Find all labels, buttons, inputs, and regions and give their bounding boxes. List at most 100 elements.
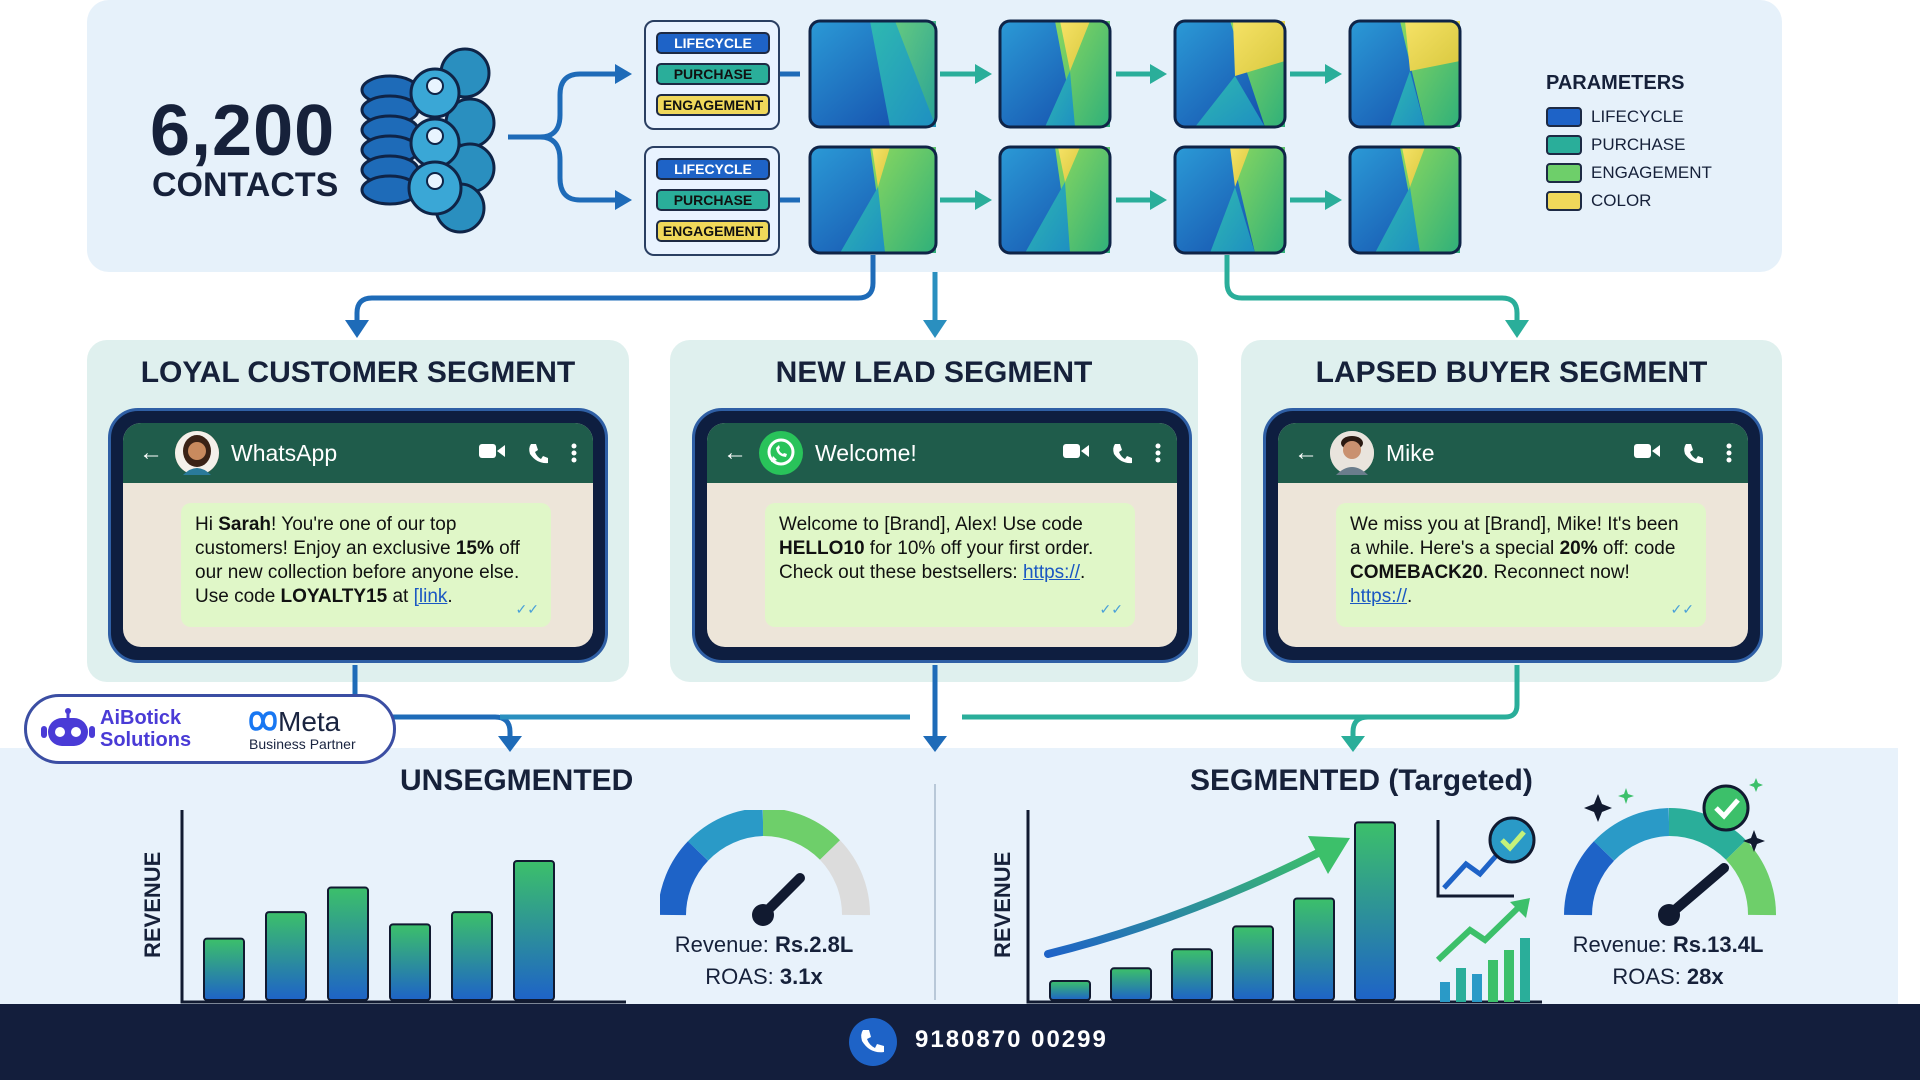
chat-header: ← WhatsApp <box>123 423 593 483</box>
meta-name: Meta <box>278 706 341 737</box>
parameter-tagbox-top: LIFECYCLE PURCHASE ENGAGEMENT <box>644 20 780 130</box>
partner-badge <box>24 694 396 764</box>
more-options-icon[interactable] <box>1726 442 1732 464</box>
man-avatar-icon <box>1330 431 1374 475</box>
back-arrow-icon[interactable]: ← <box>1294 439 1318 466</box>
double-check-icon: ✓✓ <box>1670 601 1694 617</box>
back-arrow-icon[interactable]: ← <box>723 439 747 466</box>
phone-call-icon[interactable] <box>1111 442 1133 464</box>
tag-purchase: PURCHASE <box>656 63 770 85</box>
parameters-title: PARAMETERS <box>1546 72 1685 94</box>
contacts-label: CONTACTS <box>152 166 339 204</box>
segmented-roas: ROAS: 28x <box>1612 964 1724 989</box>
segmented-revenue: Revenue: Rs.13.4L <box>1572 932 1764 957</box>
tag-engagement: ENGAGEMENT <box>656 94 770 116</box>
message-link[interactable]: https:// <box>1022 562 1080 583</box>
phone-call-icon[interactable] <box>1682 442 1704 464</box>
chart-bar <box>265 911 307 1001</box>
message-link[interactable]: [link <box>413 586 448 607</box>
chart-bar <box>203 937 245 1002</box>
chart-bar <box>1171 948 1213 1001</box>
woman-avatar-icon <box>175 431 219 475</box>
segment-title-lapsed: LAPSED BUYER SEGMENT <box>1315 356 1708 389</box>
double-check-icon: ✓✓ <box>515 601 539 617</box>
chart-bar <box>1232 925 1274 1001</box>
segmented-ylabel: REVENUE <box>990 851 1015 958</box>
phone-mockup-new-lead: ← Welcome! Welcome to [Brand], Alex! Use… <box>692 408 1192 663</box>
meta-infinity-icon <box>249 711 277 731</box>
whatsapp-logo-icon <box>761 433 801 473</box>
growth-icons <box>1435 816 1536 1002</box>
legend-item-lifecycle: LIFECYCLE <box>1546 106 1684 128</box>
chart-bar <box>1049 979 1091 1001</box>
phone-contact-icon[interactable] <box>848 1017 898 1067</box>
unsegmented-bar-chart <box>180 810 626 1004</box>
back-arrow-icon[interactable]: ← <box>139 439 163 466</box>
video-call-icon[interactable] <box>1634 442 1660 460</box>
chat-header: ← Mike <box>1278 423 1748 483</box>
chat-contact-name: WhatsApp <box>231 439 338 466</box>
parameter-tagbox-bottom: LIFECYCLE PURCHASE ENGAGEMENT <box>644 146 780 256</box>
tag-lifecycle: LIFECYCLE <box>656 32 770 54</box>
chart-bar <box>327 886 369 1001</box>
segmentation-tiles <box>808 19 1462 255</box>
double-check-icon: ✓✓ <box>1099 601 1123 617</box>
legend-swatch <box>1546 107 1582 127</box>
legend-label: LIFECYCLE <box>1591 107 1684 126</box>
message-link[interactable]: https:// <box>1350 586 1408 607</box>
contacts-database-icon <box>360 47 496 234</box>
chart-bar <box>1110 967 1152 1002</box>
chat-screen: ← Welcome! Welcome to [Brand], Alex! Use… <box>707 423 1177 647</box>
more-options-icon[interactable] <box>571 442 577 464</box>
chart-axis <box>180 810 626 1004</box>
footer-phone-number[interactable]: 9180870 00299 <box>915 1026 1108 1053</box>
message-bubble: Welcome to [Brand], Alex! Use code HELLO… <box>765 503 1135 627</box>
phone-call-icon[interactable] <box>527 442 549 464</box>
unsegmented-ylabel: REVENUE <box>140 851 165 958</box>
bottom-flow-arrows <box>352 665 1520 752</box>
tile-row-top <box>808 19 1462 129</box>
legend-swatch <box>1546 135 1582 155</box>
tag-lifecycle: LIFECYCLE <box>656 158 770 180</box>
chart-bar <box>1293 897 1335 1001</box>
legend-item-engagement: ENGAGEMENT <box>1546 162 1712 184</box>
tag-purchase: PURCHASE <box>656 189 770 211</box>
robot-logo-icon <box>41 708 95 746</box>
legend-swatch <box>1546 163 1582 183</box>
avatar <box>1330 431 1374 475</box>
legend-item-purchase: PURCHASE <box>1546 134 1685 156</box>
more-options-icon[interactable] <box>1155 442 1161 464</box>
message-bubble: Hi Sarah! You're one of our top customer… <box>181 503 551 627</box>
message-bubble: We miss you at [Brand], Mike! It's been … <box>1336 503 1706 627</box>
legend-item-color: COLOR <box>1546 190 1651 212</box>
segmented-gauge <box>1564 778 1776 926</box>
chat-contact-name: Mike <box>1386 439 1435 466</box>
chart-bar <box>451 911 493 1001</box>
comparison-divider <box>934 784 936 1000</box>
growth-trend-arrow <box>1044 836 1350 958</box>
avatar <box>759 431 803 475</box>
unsegmented-roas: ROAS: 3.1x <box>705 964 823 989</box>
partner-name-line1: AiBotick <box>100 707 182 729</box>
avatar <box>175 431 219 475</box>
chart-bar <box>1354 821 1396 1001</box>
unsegmented-revenue: Revenue: Rs.2.8L <box>674 932 854 957</box>
tag-engagement: ENGAGEMENT <box>656 220 770 242</box>
legend-label: COLOR <box>1591 191 1652 210</box>
meta-partner-label: Business Partner <box>249 736 356 752</box>
chat-header: ← Welcome! <box>707 423 1177 483</box>
unsegmented-title: UNSEGMENTED <box>400 764 634 797</box>
chart-bar <box>389 923 431 1001</box>
partner-name-line2: Solutions <box>100 729 192 751</box>
video-call-icon[interactable] <box>479 442 505 460</box>
video-call-icon[interactable] <box>1063 442 1089 460</box>
segmented-title: SEGMENTED (Targeted) <box>1190 764 1533 797</box>
top-flow-arrows <box>345 64 1529 338</box>
chat-screen: ← WhatsApp Hi Sarah! You're one of our t… <box>123 423 593 647</box>
phone-mockup-lapsed: ← Mike We miss you at [Brand], Mike! It'… <box>1263 408 1763 663</box>
segment-title-loyal: LOYAL CUSTOMER SEGMENT <box>140 356 576 389</box>
chart-bar <box>513 859 555 1001</box>
tile-row-bottom <box>808 145 1462 255</box>
segment-title-new-lead: NEW LEAD SEGMENT <box>775 356 1093 389</box>
